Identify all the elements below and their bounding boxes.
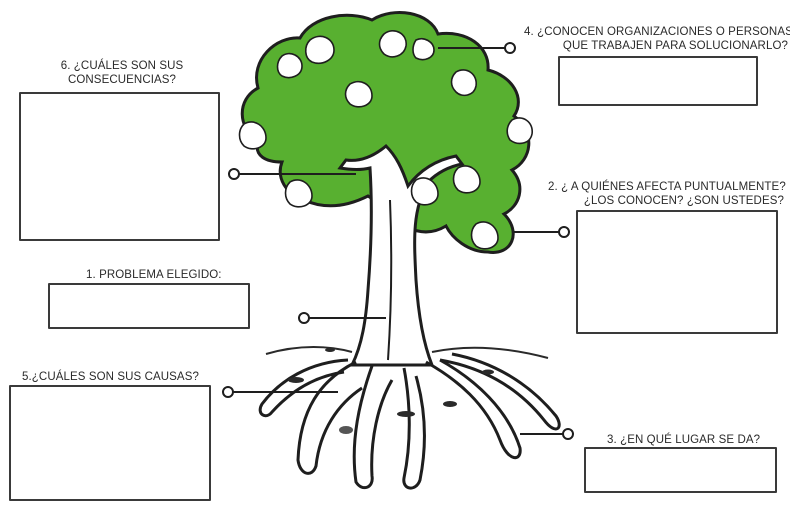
affected-answer-box[interactable] <box>576 210 778 334</box>
consequences-label-line1: 6. ¿CUÁLES SON SUS <box>60 60 184 72</box>
connector-lines <box>222 42 574 440</box>
causes-answer-box[interactable] <box>9 385 211 501</box>
consequences-label: 6. ¿CUÁLES SON SUS CONSECUENCIAS? <box>52 59 192 87</box>
soil-stones <box>288 348 494 434</box>
place-answer-box[interactable] <box>584 447 777 493</box>
causes-label: 5.¿CUÁLES SON SUS CAUSAS? <box>22 371 199 383</box>
trunk-line <box>387 199 393 361</box>
organizations-label-line1: 4. ¿CONOCEN ORGANIZACIONES O PERSONAS <box>524 26 790 38</box>
affected-label-line1: 2. ¿ A QUIÉNES AFECTA PUNTUALMENTE? <box>548 181 786 193</box>
problem-label: 1. PROBLEMA ELEGIDO: <box>86 269 222 281</box>
consequences-label-line2: CONSECUENCIAS? <box>67 74 177 86</box>
organizations-answer-box[interactable] <box>558 56 758 106</box>
consequences-answer-box[interactable] <box>19 92 220 241</box>
place-label: 3. ¿EN QUÉ LUGAR SE DA? <box>607 434 761 446</box>
affected-label-line2: ¿LOS CONOCEN? ¿SON USTEDES? <box>583 195 784 207</box>
tree-roots <box>258 352 561 490</box>
problem-answer-box[interactable] <box>48 283 250 329</box>
ground <box>265 346 549 359</box>
organizations-label: 4. ¿CONOCEN ORGANIZACIONES O PERSONAS QU… <box>524 25 790 53</box>
affected-label: 2. ¿ A QUIÉNES AFECTA PUNTUALMENTE? ¿LOS… <box>548 180 786 208</box>
canopy-leaves <box>238 30 533 250</box>
organizations-label-line2: QUE TRABAJEN PARA SOLUCIONARLO? <box>562 40 788 52</box>
